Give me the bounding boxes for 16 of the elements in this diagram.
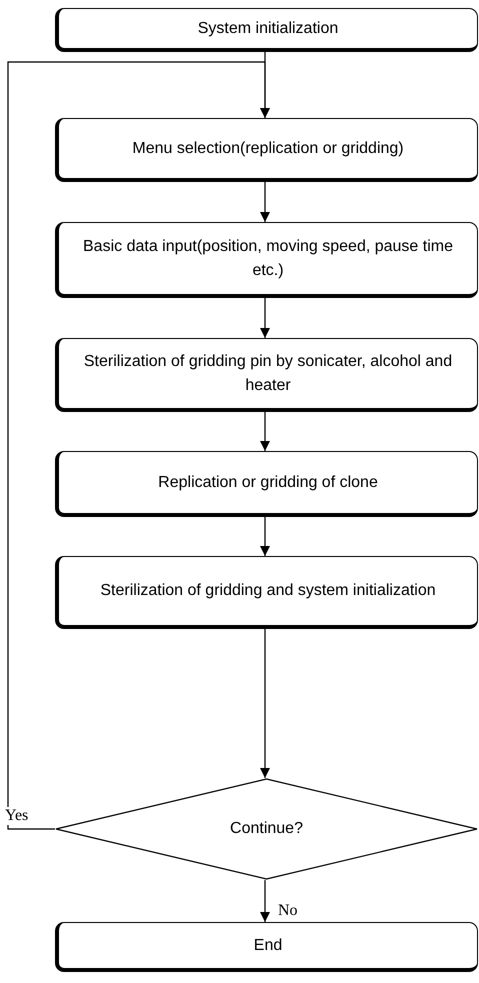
process-box: System initialization bbox=[55, 8, 478, 52]
decision-diamond: Continue? bbox=[55, 778, 478, 880]
arrow bbox=[260, 412, 270, 451]
arrow bbox=[260, 182, 270, 222]
arrow bbox=[260, 880, 270, 922]
arrow bbox=[260, 629, 270, 778]
process-box: End bbox=[55, 922, 478, 972]
arrow bbox=[7, 61, 270, 830]
process-box: Sterilization of gridding pin by sonicater, alcohol and heater bbox=[55, 338, 478, 412]
process-box: Sterilization of gridding and system initialization bbox=[55, 556, 478, 629]
arrow bbox=[260, 298, 270, 338]
process-box: Replication or gridding of clone bbox=[55, 451, 478, 517]
process-box: Basic data input(position, moving speed, pause time etc.) bbox=[55, 222, 478, 298]
edge-label: Yes bbox=[4, 807, 30, 825]
process-box: Menu selection(replication or gridding) bbox=[55, 118, 478, 182]
arrow bbox=[260, 517, 270, 556]
